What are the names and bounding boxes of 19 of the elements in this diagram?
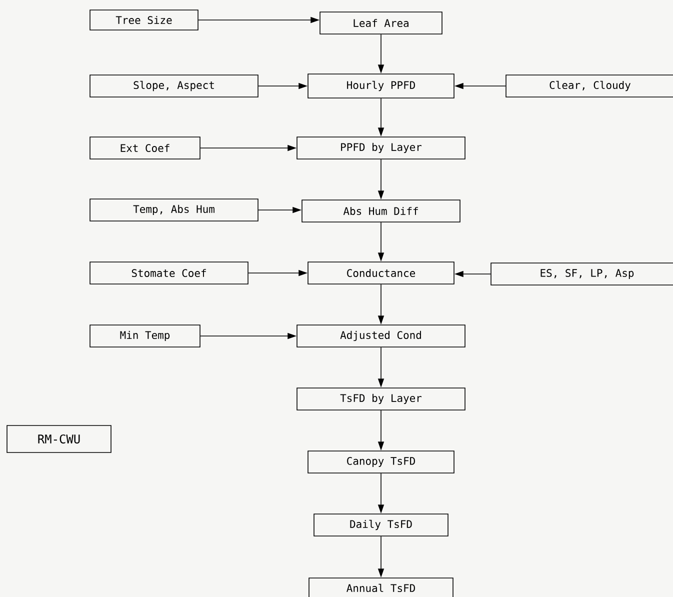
process-box: PPFD by Layer [296,136,466,160]
process-box: ES, SF, LP, Asp [490,262,673,286]
process-box: TsFD by Layer [296,388,466,410]
process-box: Hourly PPFD [308,74,454,98]
process-box: Temp, Abs Hum [90,198,258,222]
process-box: Clear, Cloudy [506,74,673,98]
process-box: Slope, Aspect [90,74,258,98]
process-box: Ext Coef [90,136,200,160]
process-box: Stomate Coef [90,262,248,284]
process-box: Annual TsFD [308,578,454,597]
process-box: Canopy TsFD [308,450,454,474]
process-box: Leaf Area [320,12,442,34]
process-box: Abs Hum Diff [302,200,460,222]
process-box: Conductance [308,262,454,284]
process-box: Daily TsFD [314,514,448,536]
process-box: Min Temp [90,324,200,348]
process-box: Tree Size [90,10,198,30]
label-box: RM-CWU [6,425,112,453]
process-box: Adjusted Cond [296,324,466,348]
